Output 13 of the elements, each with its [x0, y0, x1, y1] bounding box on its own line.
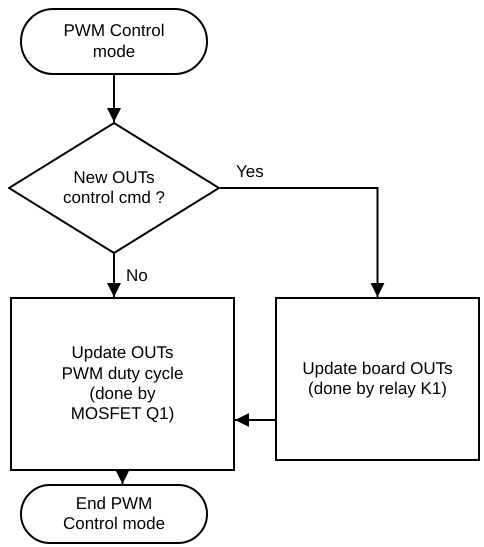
process-box	[275, 297, 480, 461]
decision-diamond	[8, 122, 220, 254]
node-text: PWM Control mode	[62, 21, 166, 62]
process-box	[10, 297, 235, 471]
node-text: End PWM Control mode	[62, 494, 166, 534]
arrow	[107, 75, 121, 122]
node-text: Update board OUTs (done by relay K1)	[301, 358, 454, 400]
node-text: Update OUTs PWM duty cycle (done by MOSFET Q1)	[60, 343, 184, 425]
arrow	[107, 254, 121, 297]
arrow	[220, 187, 384, 297]
arrow	[116, 470, 130, 484]
node-text: New OUTs control cmd ?	[62, 168, 166, 208]
arrow	[235, 413, 275, 427]
